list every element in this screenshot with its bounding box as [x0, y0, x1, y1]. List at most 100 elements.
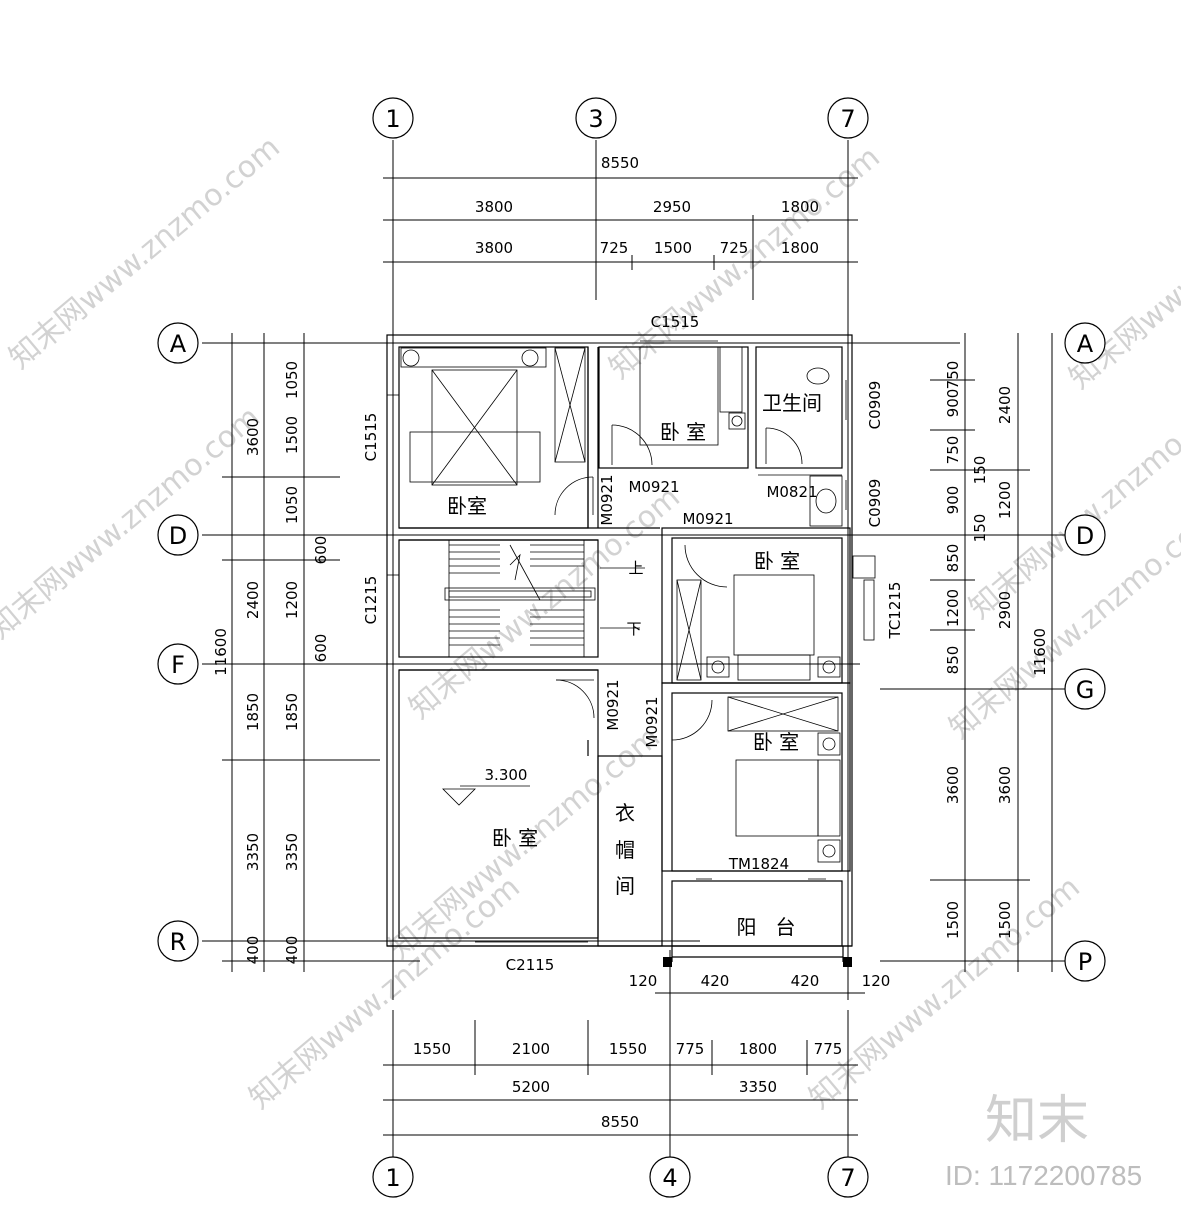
room-bedroom-right: 卧 室 — [753, 730, 799, 754]
svg-text:P: P — [1078, 948, 1092, 976]
wardrobes — [554, 347, 839, 732]
dim-right: 750 — [944, 361, 962, 390]
axis-marker-bottom: 4 — [649, 1156, 691, 1198]
room-master-bedroom: 卧室 — [447, 494, 487, 518]
right-dimensions: 750 900 750 150 900 150 850 1200 850 360… — [930, 333, 1053, 972]
stairs-down-label: 下 — [626, 620, 641, 638]
dim-bottom: 5200 — [512, 1078, 550, 1096]
staircase — [444, 539, 645, 658]
axis-marker-right: G — [1064, 668, 1106, 710]
label-c0909-lower: C0909 — [866, 479, 884, 528]
dim-right: 750 — [944, 436, 962, 465]
top-dimensions: 8550 3800 2950 1800 3800 725 1500 725 18… — [383, 154, 858, 300]
svg-text:A: A — [170, 330, 187, 358]
dim-right: 150 — [971, 514, 989, 543]
svg-text:7: 7 — [840, 105, 855, 133]
watermark-text: 知末网www.znzmo.com — [243, 870, 527, 1116]
axis-marker-left: R — [157, 920, 199, 962]
axis-marker-right: P — [1064, 940, 1106, 982]
svg-text:D: D — [169, 522, 187, 550]
elevation-mark: 3.300 — [485, 766, 528, 784]
label-c0909-upper: C0909 — [866, 381, 884, 430]
dim-right: 1200 — [944, 589, 962, 627]
dim-left: 1850 — [244, 693, 262, 731]
grid-lines — [202, 140, 1070, 1160]
dim-left: 400 — [244, 936, 262, 965]
dim-left: 1200 — [283, 581, 301, 619]
svg-text:3: 3 — [588, 105, 603, 133]
dim-top: 1800 — [781, 239, 819, 257]
dim-left: 1050 — [283, 361, 301, 399]
brand-watermark: 知末 — [985, 1091, 1089, 1151]
axis-marker-left: D — [157, 514, 199, 556]
axis-marker-bottom: 1 — [372, 1156, 414, 1198]
dim-left: 1050 — [283, 486, 301, 524]
dim-right: 3600 — [996, 766, 1014, 804]
dim-top-total: 8550 — [601, 154, 639, 172]
bathroom-fixtures — [758, 367, 843, 527]
dim-right: 1500 — [996, 901, 1014, 939]
svg-text:7: 7 — [840, 1164, 855, 1192]
dim-top: 3800 — [475, 239, 513, 257]
dim-top: 725 — [720, 239, 749, 257]
svg-text:1: 1 — [385, 1164, 400, 1192]
room-bathroom: 卫生间 — [762, 391, 822, 415]
dim-right: 1500 — [944, 901, 962, 939]
dim-right: 2900 — [996, 591, 1014, 629]
svg-text:1: 1 — [385, 105, 400, 133]
label-tm1824: TM1824 — [728, 855, 789, 873]
watermark-text: 知末网www.znzmo.com — [3, 130, 287, 376]
dim-bottom: 1550 — [609, 1040, 647, 1058]
room-cloakroom: 衣 — [615, 801, 635, 825]
doors — [554, 424, 826, 880]
label-m0921-d: M0921 — [604, 679, 622, 730]
dim-small: 120 — [629, 972, 658, 990]
axis-marker-bottom: 7 — [827, 1156, 869, 1198]
dim-top: 3800 — [475, 198, 513, 216]
svg-text:G: G — [1076, 676, 1095, 704]
watermark-text: 知末网www.znzmo.com — [603, 140, 887, 386]
dim-bottom: 1550 — [413, 1040, 451, 1058]
dim-bottom: 775 — [676, 1040, 705, 1058]
label-m0821: M0821 — [766, 483, 817, 501]
svg-text:R: R — [170, 928, 187, 956]
stairs-up-label: 上 — [628, 559, 643, 577]
dim-left-total: 11600 — [212, 628, 230, 676]
dim-top: 1500 — [654, 239, 692, 257]
room-labels: 卧室 卧 室 卫生间 卧 室 卧 室 卧 室 衣 帽 间 阳 台 — [447, 391, 822, 939]
label-m0921-b: M0921 — [598, 474, 616, 525]
label-c1515-top: C1515 — [651, 313, 700, 331]
dim-bottom: 775 — [814, 1040, 843, 1058]
label-c2115: C2115 — [506, 956, 555, 974]
axis-marker-left: A — [157, 322, 199, 364]
label-m0921-e: M0921 — [643, 696, 661, 747]
label-tc1215: TC1215 — [886, 582, 904, 640]
dim-right: 2400 — [996, 386, 1014, 424]
svg-text:A: A — [1077, 330, 1094, 358]
svg-text:F: F — [171, 651, 185, 679]
axis-marker-top: 3 — [575, 97, 617, 139]
label-c1515-left: C1515 — [362, 413, 380, 462]
dim-left: 3350 — [244, 833, 262, 871]
dim-right: 150 — [971, 456, 989, 485]
watermark-text: 知末网www.znzmo.com — [403, 480, 687, 726]
dim-bottom: 3350 — [739, 1078, 777, 1096]
room-balcony: 阳 台 — [736, 915, 795, 939]
dim-left: 600 — [312, 634, 330, 663]
room-cloakroom: 帽 — [615, 838, 635, 862]
axis-marker-top: 1 — [372, 97, 414, 139]
dim-left: 3350 — [283, 833, 301, 871]
dim-right: 850 — [944, 544, 962, 573]
svg-text:D: D — [1076, 522, 1094, 550]
dim-top: 1800 — [781, 198, 819, 216]
dim-right: 3600 — [944, 766, 962, 804]
dim-right: 1200 — [996, 481, 1014, 519]
dim-right-total: 11600 — [1031, 628, 1049, 676]
axis-marker-left: F — [157, 643, 199, 685]
dim-left: 400 — [283, 936, 301, 965]
label-m0921-a: M0921 — [628, 478, 679, 496]
dim-bottom-total: 8550 — [601, 1113, 639, 1131]
dim-small: 420 — [791, 972, 820, 990]
dim-bottom: 2100 — [512, 1040, 550, 1058]
